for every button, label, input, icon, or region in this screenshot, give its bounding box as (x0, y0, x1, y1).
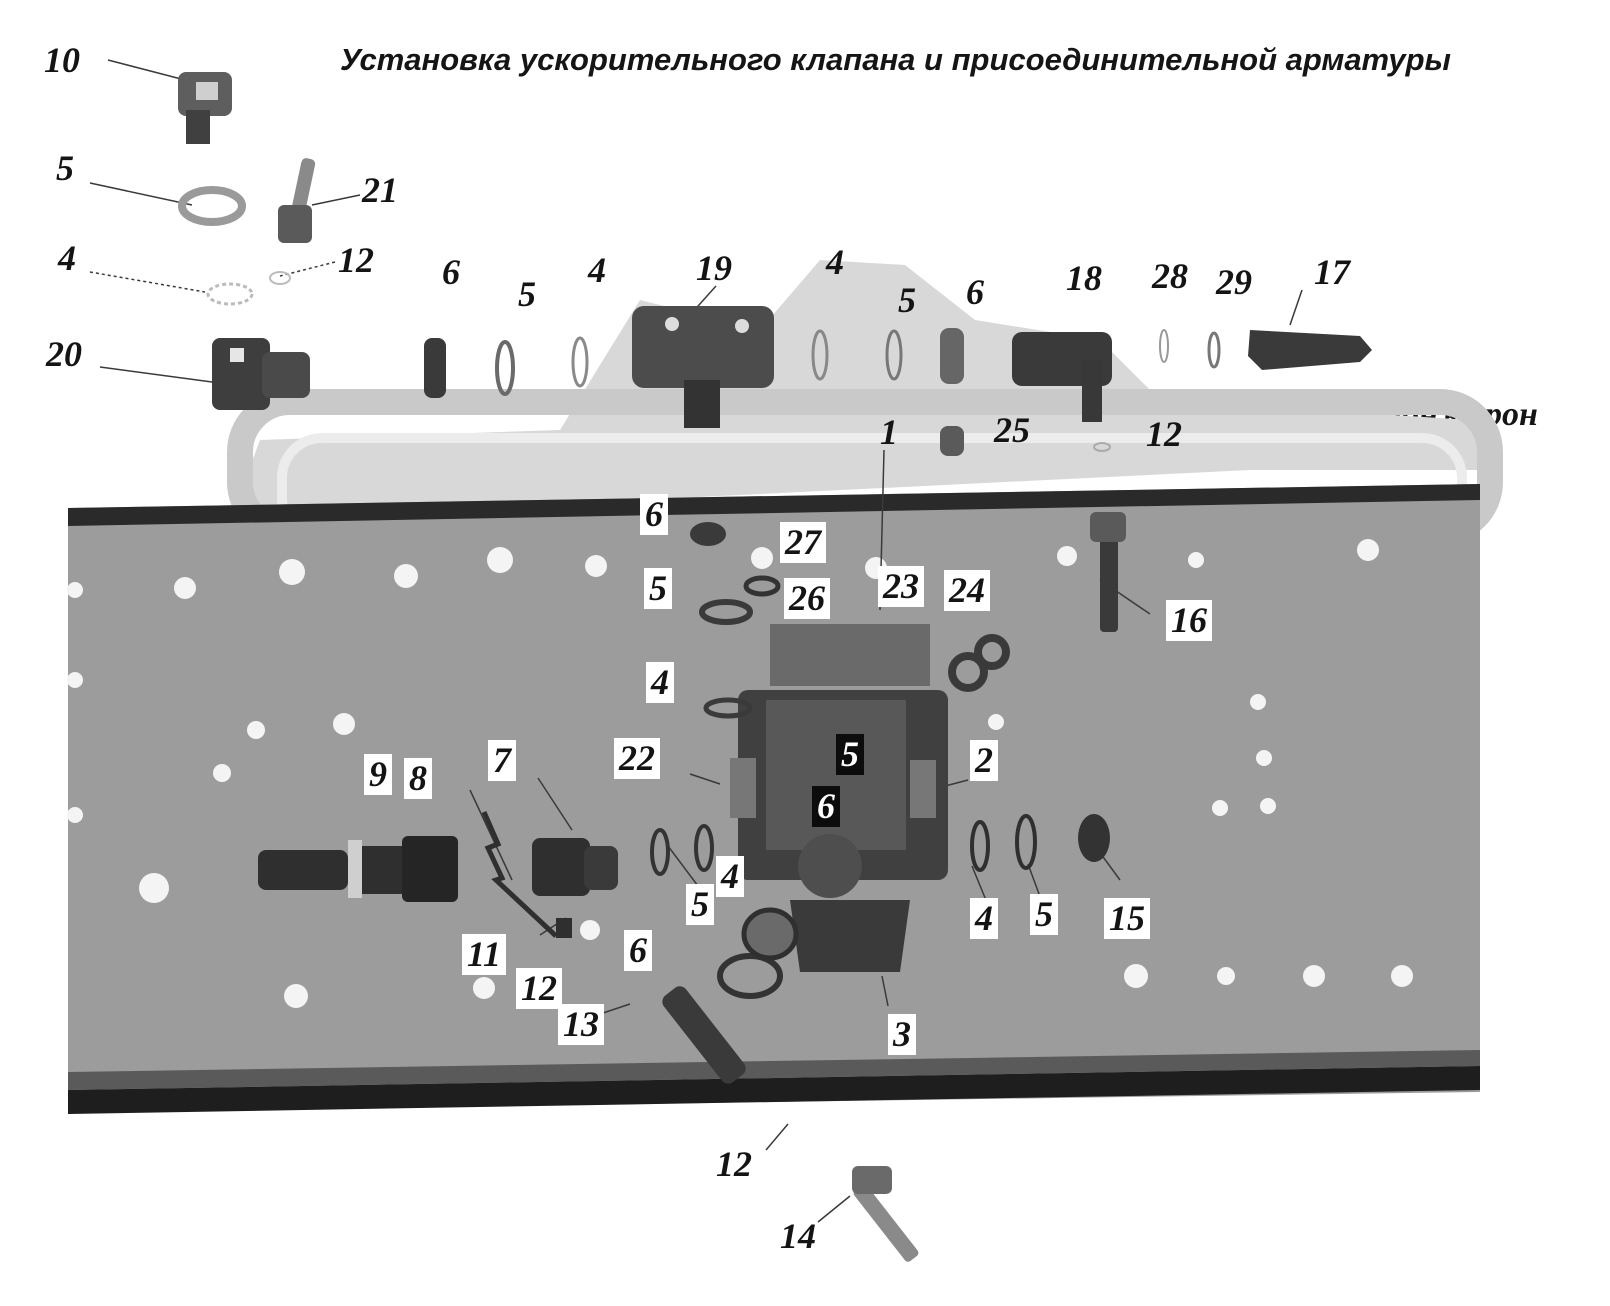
callout-6: 6 (640, 494, 668, 535)
callout-4: 4 (826, 242, 844, 282)
callout-26: 26 (784, 578, 830, 619)
callout-4: 4 (716, 856, 744, 897)
callout-9: 9 (364, 754, 392, 795)
callout-5: 5 (898, 280, 916, 320)
callout-12: 12 (1146, 414, 1182, 454)
diagram-title: Установка ускорительного клапана и присо… (340, 42, 1452, 77)
washer-5-side (699, 599, 753, 625)
ring-5-left (650, 828, 670, 876)
callout-4: 4 (58, 238, 76, 278)
callout-24: 24 (944, 570, 990, 611)
washer-bottom-2 (741, 907, 799, 961)
callout-11: 11 (462, 934, 507, 975)
callout-10: 10 (44, 40, 80, 80)
callout-25: 25 (994, 410, 1030, 450)
side-member-bottom-flange (68, 1066, 1480, 1114)
fitting-7-nut (532, 838, 618, 896)
nut-6-side (690, 522, 726, 546)
callout-6: 6 (624, 930, 652, 971)
callout-28: 28 (1152, 256, 1188, 296)
callout-4: 4 (646, 662, 674, 703)
callout-13: 13 (558, 1004, 604, 1045)
callout-17: 17 (1314, 252, 1350, 292)
ring-4-row2 (811, 329, 829, 381)
callout-19: 19 (696, 248, 732, 288)
ring-5-right (1015, 814, 1037, 870)
callout-12: 12 (716, 1144, 752, 1184)
callout-22: 22 (614, 738, 660, 779)
nut-6-row2 (940, 328, 964, 384)
callout-15: 15 (1104, 898, 1150, 939)
bolt-14 (852, 1166, 919, 1262)
callout-6: 6 (966, 272, 984, 312)
washer-5-row2 (885, 329, 903, 381)
callout-5: 5 (56, 148, 74, 188)
callout-3: 3 (888, 1014, 916, 1055)
callout-5: 5 (644, 568, 672, 609)
side-member-holes (67, 539, 1413, 1008)
callout-2: 2 (970, 740, 998, 781)
callout-8: 8 (404, 758, 432, 799)
callout-5-inverted: 5 (836, 734, 864, 775)
callout-21: 21 (362, 170, 398, 210)
callout-5: 5 (1030, 894, 1058, 935)
ring-4-side (703, 697, 753, 719)
ring-26 (743, 575, 781, 597)
callout-20: 20 (46, 334, 82, 374)
callout-5: 5 (686, 884, 714, 925)
fitting-19-cross (632, 306, 774, 428)
callout-7: 7 (488, 740, 516, 781)
callout-12: 12 (338, 240, 374, 280)
callout-14: 14 (780, 1216, 816, 1256)
spring-8 (481, 810, 558, 938)
nut-6-top (424, 338, 446, 398)
ring-29 (1207, 331, 1221, 369)
callout-4: 4 (588, 250, 606, 290)
callout-6: 6 (442, 252, 460, 292)
fitting-20-elbow (212, 338, 310, 410)
callout-5: 5 (518, 274, 536, 314)
ring-12-mid (1093, 442, 1111, 452)
fitting-10-tee (178, 72, 232, 144)
plug-15 (1078, 814, 1110, 862)
ring-4-row (571, 336, 589, 388)
plug-17 (1248, 330, 1372, 370)
callout-4: 4 (970, 898, 998, 939)
callout-12: 12 (516, 968, 562, 1009)
ring-4-top (206, 282, 254, 306)
bolt-21 (278, 158, 316, 243)
fitting-9-adapter (258, 836, 458, 902)
washer-6-bottom (717, 953, 783, 999)
ring-12-top (269, 271, 291, 285)
callout-16: 16 (1166, 600, 1212, 641)
washer-5-row (495, 340, 515, 396)
bolt-13 (662, 986, 746, 1084)
plug-25 (940, 426, 964, 456)
callout-27: 27 (780, 522, 826, 563)
plug-11 (556, 918, 572, 938)
washer-5-top (178, 186, 246, 226)
callout-18: 18 (1066, 258, 1102, 298)
callout-29: 29 (1216, 262, 1252, 302)
bolt-16 (1090, 512, 1126, 632)
ring-4-left (694, 824, 714, 872)
callout-1: 1 (880, 412, 898, 452)
ring-28 (1159, 329, 1169, 363)
callout-6-inverted: 6 (812, 786, 840, 827)
fitting-18-elbow (1012, 332, 1112, 422)
side-member-lower-shadow (68, 1050, 1480, 1090)
fitting-24-tee (948, 634, 1010, 692)
side-member-top-flange (68, 484, 1480, 526)
ring-4-right (970, 820, 990, 872)
callout-23: 23 (878, 566, 924, 607)
